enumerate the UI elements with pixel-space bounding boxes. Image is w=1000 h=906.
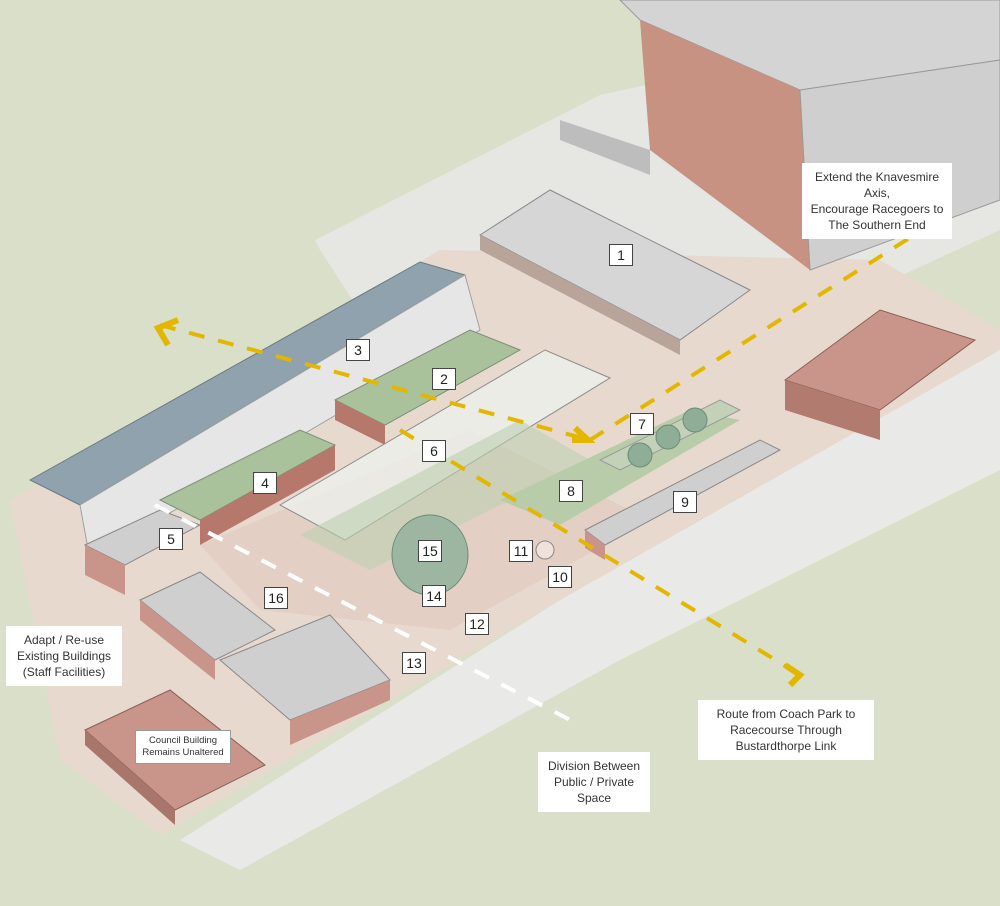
marker-9: 9 [673,491,697,513]
tree-7c [682,407,708,433]
tree-7a [627,442,653,468]
marker-16: 16 [264,587,288,609]
marker-5: 5 [159,528,183,550]
marker-13: 13 [402,652,426,674]
building-9-wall [585,530,605,560]
marker-15: 15 [418,540,442,562]
marker-14: 14 [422,585,446,607]
marker-2: 2 [432,368,456,390]
stand-facade [640,20,810,270]
feature-11 [535,540,555,560]
public-private-division-note: Division Between Public / Private Space [538,752,650,812]
council-building-note: Council Building Remains Unaltered [135,730,231,764]
tree-7b [655,424,681,450]
building-1-wall [480,235,680,355]
marker-12: 12 [465,613,489,635]
knavesmire-axis-note: Extend the Knavesmire Axis, Encourage Ra… [802,163,952,239]
marker-7: 7 [630,413,654,435]
marker-8: 8 [559,480,583,502]
marker-11: 11 [509,540,533,562]
route-arrow-center-icon [572,425,596,443]
marker-1: 1 [609,244,633,266]
building-2-wall [335,400,385,445]
adapt-reuse-note: Adapt / Re-use Existing Buildings (Staff… [6,626,122,686]
road-lower [180,350,1000,870]
route-arrow-northwest-icon [153,317,180,347]
houses-right-wall [785,380,880,440]
marker-10: 10 [548,566,572,588]
coach-park-route-note: Route from Coach Park to Racecourse Thro… [698,700,874,760]
route-line-coach-park [398,428,802,677]
route-arrow-southeast-icon [783,662,805,688]
marker-6: 6 [422,440,446,462]
building-16-wall [140,600,215,680]
building-3-facade [79,274,481,561]
route-line-knavesmire [159,223,932,442]
division-line [154,503,581,727]
building-5-roof [83,509,202,566]
council-wall [85,730,175,825]
building-5-wall [85,545,125,595]
marker-4: 4 [253,472,277,494]
building-2-green-roof [333,329,522,426]
building-13-wall [290,680,390,745]
canopy-lawn [300,420,590,570]
building-4-wall [200,445,335,545]
marker-3: 3 [346,339,370,361]
stand-base [560,120,650,175]
